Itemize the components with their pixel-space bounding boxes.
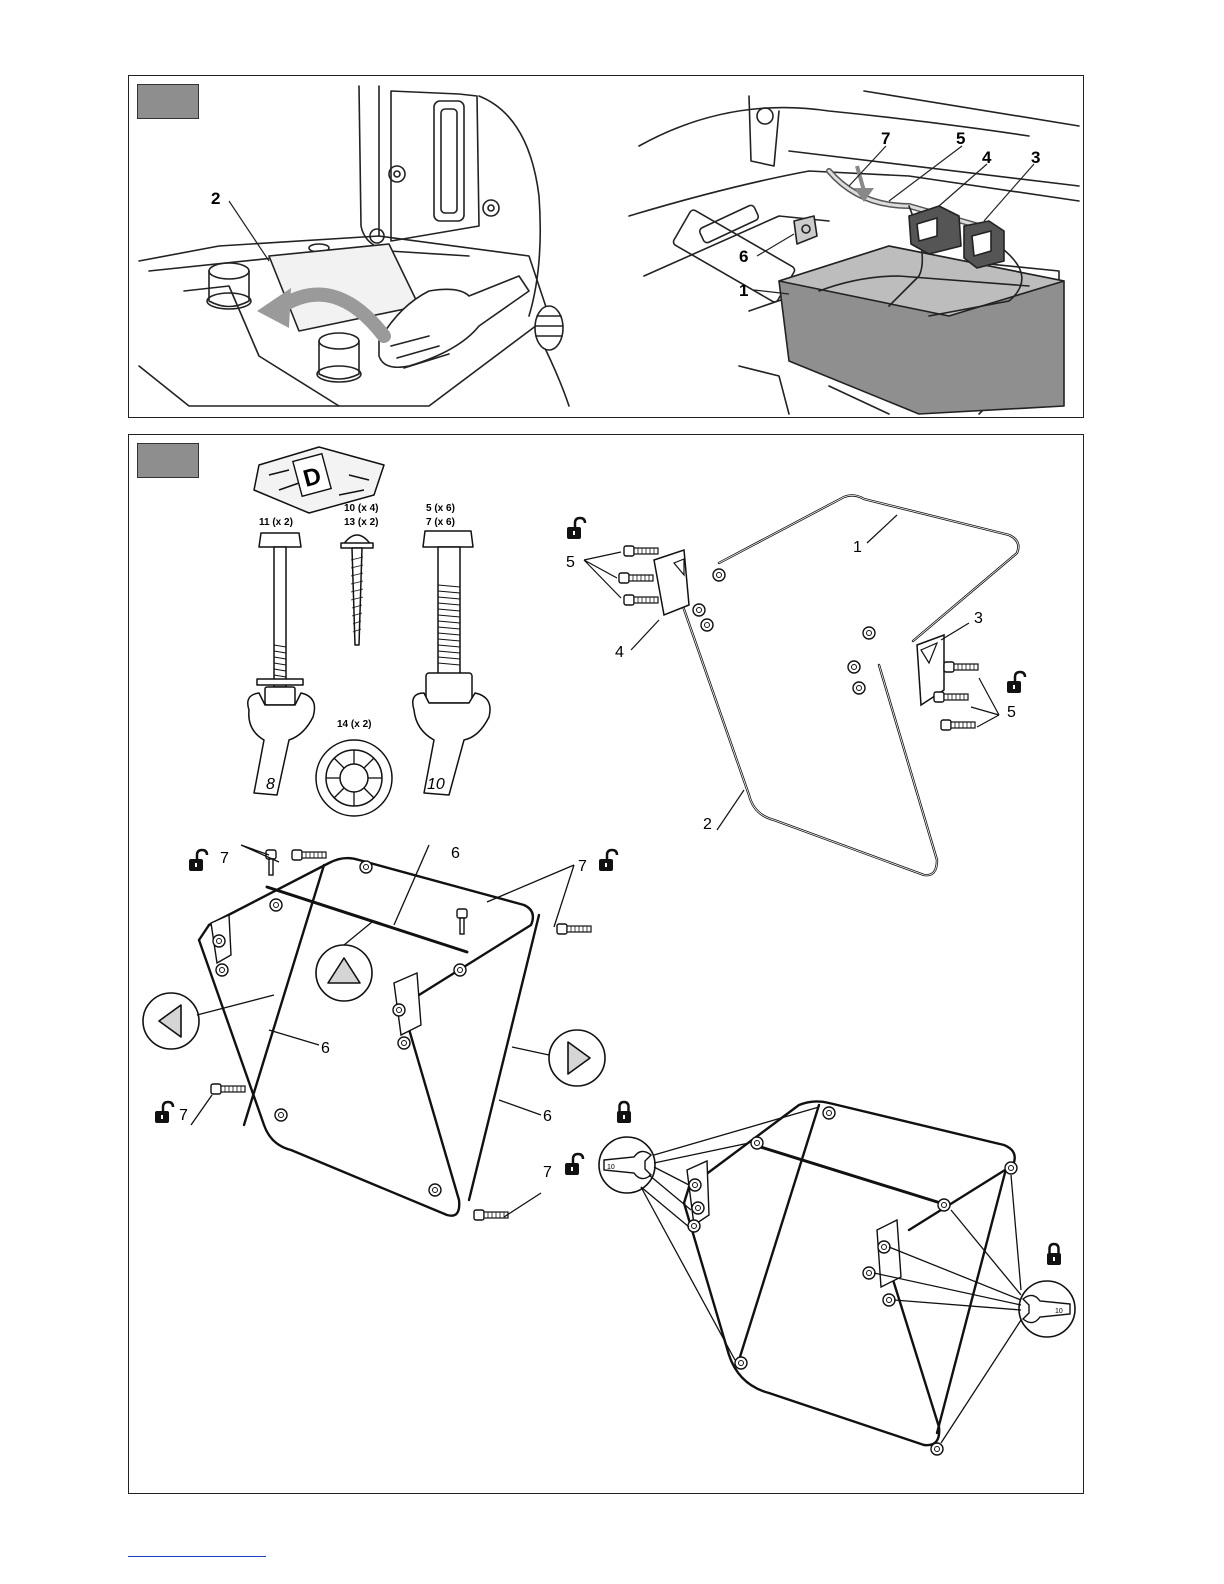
callout-7d-step2: 7 [543, 1164, 552, 1181]
callout-6c-step2: 6 [543, 1108, 552, 1125]
label-screw-13: 13 (x 2) [344, 517, 378, 528]
callout-7b-step2: 7 [578, 858, 587, 875]
label-bolt-11: 11 (x 2) [259, 517, 293, 528]
callout-7c-step2: 7 [179, 1107, 188, 1124]
frame-assembly-illustration: D 11 (x 2) 10 (x 4) 13 (x 2) 5 (x 6) 7 (… [129, 435, 1083, 1493]
callout-7-top: 7 [881, 129, 890, 148]
label-bolt-5: 5 (x 6) [426, 503, 455, 514]
callout-1-step1: 1 [853, 539, 862, 556]
callout-5b-step1: 5 [1007, 704, 1016, 721]
callout-6-top: 6 [739, 247, 748, 266]
callout-2-top: 2 [211, 189, 220, 208]
callout-7a-step2: 7 [220, 850, 229, 867]
seat-battery-illustration: 2 [129, 76, 1083, 417]
callout-3-top: 3 [1031, 148, 1040, 167]
callout-1-top: 1 [739, 281, 748, 300]
callout-5a-step1: 5 [566, 554, 575, 571]
wrench-size-10: 10 [427, 776, 445, 793]
figure-panel-top: 2 [128, 75, 1084, 418]
figure-panel-bottom: D 11 (x 2) 10 (x 4) 13 (x 2) 5 (x 6) 7 (… [128, 434, 1084, 1494]
label-washer-14: 14 (x 2) [337, 719, 371, 730]
callout-6a-step2: 6 [451, 845, 460, 862]
label-screw-10: 10 (x 4) [344, 503, 378, 514]
callout-2-step1: 2 [703, 816, 712, 833]
label-bolt-7: 7 (x 6) [426, 517, 455, 528]
callout-3-step1: 3 [974, 610, 983, 627]
wrench-size-left: 10 [607, 1164, 615, 1171]
wrench-size-8: 8 [266, 776, 275, 793]
callout-6b-step2: 6 [321, 1040, 330, 1057]
callout-4-step1: 4 [615, 644, 624, 661]
footer-rule [128, 1556, 266, 1557]
callout-5-top: 5 [956, 129, 965, 148]
callout-4-top: 4 [982, 148, 992, 167]
wrench-size-right: 10 [1055, 1308, 1063, 1315]
